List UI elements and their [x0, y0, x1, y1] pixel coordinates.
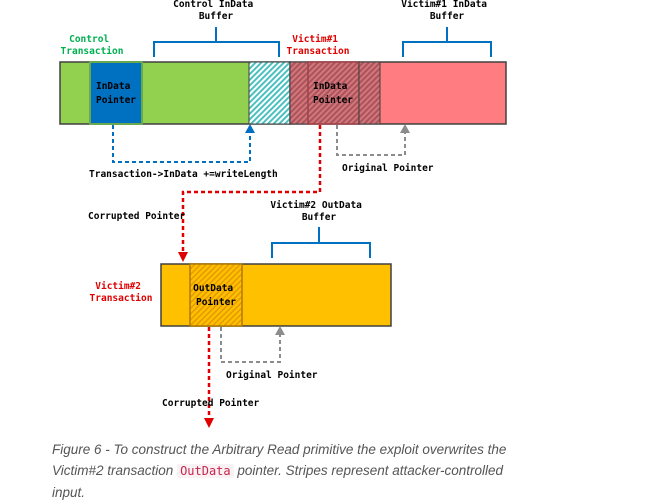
victim1-hatched-region-right	[358, 61, 381, 125]
control-indata-pointer-label: InData Pointer	[96, 81, 136, 106]
victim2-outdata-buffer-bracket	[271, 227, 371, 258]
caption-code-outdata: OutData	[177, 464, 234, 478]
original-pointer-label-2: Original Pointer	[226, 370, 318, 381]
control-indata-pointer-block	[89, 61, 143, 125]
write-length-arrow	[112, 124, 255, 163]
victim1-transaction-label: Victim#1 Transaction	[287, 34, 350, 57]
victim1-indata-buffer-label: Victim#1 InData Buffer	[401, 0, 493, 22]
control-transaction-label: Control Transaction	[61, 34, 124, 57]
victim2-outdata-pointer-block	[189, 263, 243, 327]
write-length-label: Transaction->InData +=writeLength	[89, 169, 278, 180]
corrupted-pointer-arrow-2	[204, 327, 214, 428]
control-hatched-region	[248, 61, 291, 125]
victim1-hatched-region-left	[289, 61, 309, 125]
original-pointer-arrow-1	[336, 124, 410, 156]
original-pointer-arrow-2	[220, 326, 285, 363]
corrupted-pointer-arrow-1	[178, 125, 322, 262]
caption-text-before: Figure 6 - To construct the Arbitrary Re…	[52, 442, 507, 478]
corrupted-pointer-label-2: Corrupted Pointer	[162, 398, 260, 409]
victim1-indata-pointer-label: InData Pointer	[313, 81, 353, 106]
victim2-outdata-pointer-label: OutData Pointer	[193, 283, 239, 308]
victim2-transaction-label: Victim#2 Transaction	[90, 281, 153, 304]
victim1-indata-pointer-block	[307, 61, 360, 125]
victim1-indata-buffer-bracket	[402, 27, 492, 57]
control-indata-buffer-label: Control InData Buffer	[173, 0, 259, 22]
caption-text-after: pointer. Stripes represent attacker-cont…	[52, 463, 504, 500]
victim2-outdata-buffer-label: Victim#2 OutData Buffer	[270, 200, 367, 223]
figure-caption: Figure 6 - To construct the Arbitrary Re…	[52, 439, 532, 503]
original-pointer-label-1: Original Pointer	[342, 163, 434, 174]
corrupted-pointer-label-1: Corrupted Pointer	[88, 211, 186, 222]
control-indata-buffer-bracket	[153, 27, 280, 57]
